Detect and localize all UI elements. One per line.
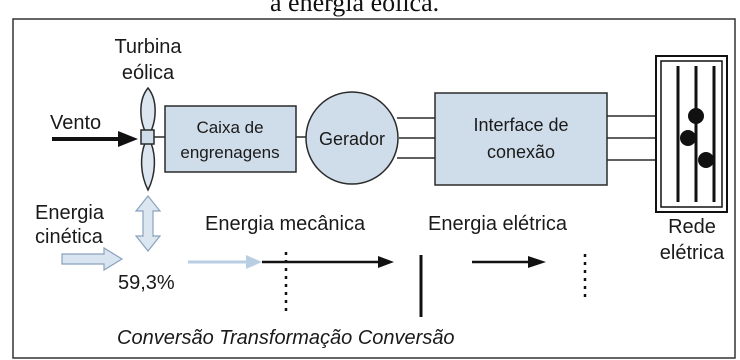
wind-arrow-icon	[52, 131, 138, 147]
caption: Conversão Transformação Conversão	[117, 327, 455, 349]
kinetic-label-line1: Energia	[35, 202, 105, 224]
grid-label-line2: elétrica	[660, 242, 725, 264]
mechanical-energy-label: Energia mecânica	[205, 213, 366, 235]
kinetic-label-line2: cinética	[35, 226, 104, 248]
electrical-energy-arrow	[472, 256, 546, 268]
mechanical-energy-arrow	[188, 255, 394, 269]
kinetic-arrow-icon	[61, 246, 124, 272]
double-arrow-icon	[134, 195, 162, 252]
gearbox-label-line2: engrenagens	[180, 143, 279, 162]
generator-label: Gerador	[319, 129, 385, 149]
interface-label-line1: Interface de	[473, 115, 568, 135]
header-fragment: a energia eólica.	[270, 0, 439, 17]
interface-box	[434, 92, 608, 186]
generator-circle	[305, 91, 399, 185]
turbine-blade-icon	[140, 86, 156, 192]
power-grid-symbol	[655, 55, 728, 213]
efficiency-label: 59,3%	[118, 272, 175, 294]
wind-label: Vento	[50, 112, 101, 134]
turbine-label-line2: eólica	[122, 62, 175, 84]
turbine-label-line1: Turbina	[114, 36, 182, 58]
generator-interface-lines	[397, 117, 435, 159]
interface-label-line2: conexão	[487, 142, 555, 162]
gearbox-label-line1: Caixa de	[196, 118, 263, 137]
gearbox-box	[164, 105, 297, 173]
diagram-frame	[12, 18, 736, 359]
grid-label-line1: Rede	[668, 216, 716, 238]
electrical-energy-label: Energia elétrica	[428, 213, 568, 235]
